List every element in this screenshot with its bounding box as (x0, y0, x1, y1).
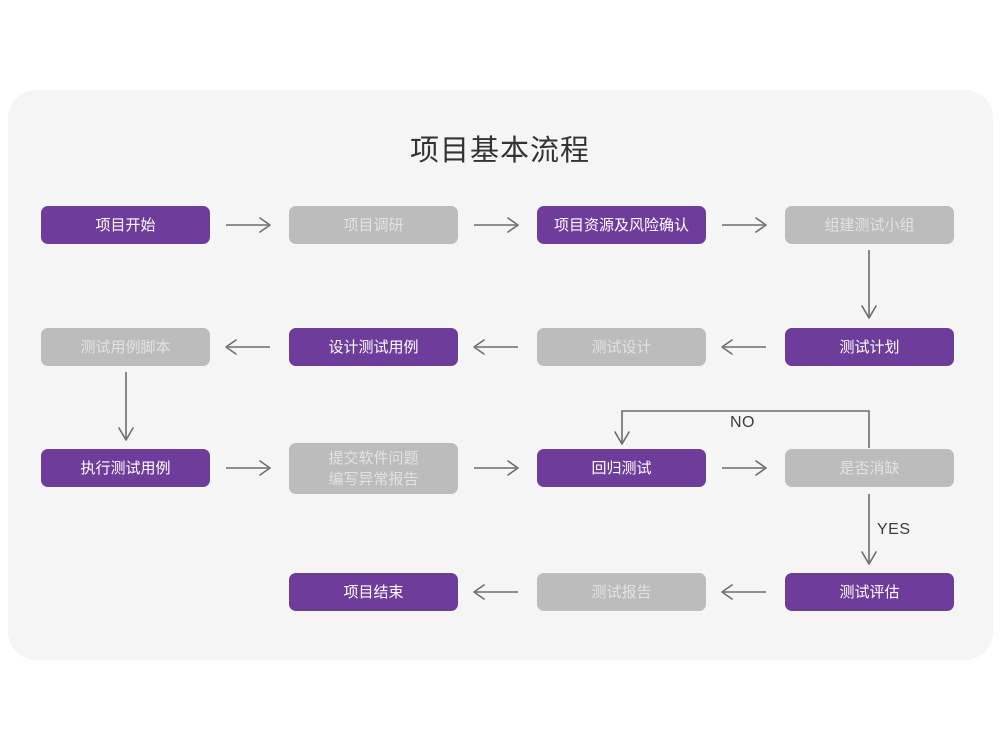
flowchart-panel (8, 90, 993, 660)
node-submit-bug-report[interactable]: 提交软件问题 编写异常报告 (289, 443, 458, 494)
edge-label-yes: YES (877, 521, 911, 538)
node-test-evaluation[interactable]: 测试评估 (785, 573, 954, 611)
edge-label-no: NO (730, 414, 755, 431)
node-build-test-team[interactable]: 组建测试小组 (785, 206, 954, 244)
node-design-test-case[interactable]: 设计测试用例 (289, 328, 458, 366)
node-resource-risk-confirm[interactable]: 项目资源及风险确认 (537, 206, 706, 244)
node-test-plan[interactable]: 测试计划 (785, 328, 954, 366)
node-project-end[interactable]: 项目结束 (289, 573, 458, 611)
node-test-design[interactable]: 测试设计 (537, 328, 706, 366)
node-test-case-script[interactable]: 测试用例脚本 (41, 328, 210, 366)
node-execute-test-case[interactable]: 执行测试用例 (41, 449, 210, 487)
node-project-research[interactable]: 项目调研 (289, 206, 458, 244)
node-project-start[interactable]: 项目开始 (41, 206, 210, 244)
node-test-report[interactable]: 测试报告 (537, 573, 706, 611)
page-title: 项目基本流程 (409, 135, 590, 167)
node-regression-test[interactable]: 回归测试 (537, 449, 706, 487)
node-defect-cleared[interactable]: 是否消缺 (785, 449, 954, 487)
